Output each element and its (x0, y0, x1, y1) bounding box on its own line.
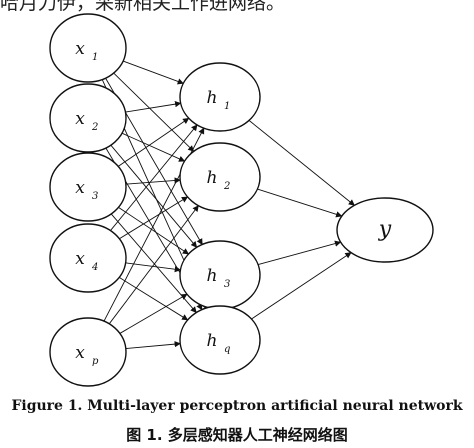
cropped-top-text: 哈月刀伊，采新相关工作进网络。 (0, 0, 286, 14)
input-node-3-ellipse (49, 152, 127, 222)
input-node-5-label: x (75, 343, 85, 363)
edge-input-3-to-hidden-1 (117, 117, 190, 167)
edge-input-1-to-hidden-1 (122, 60, 184, 85)
input-node-1-subscript: 1 (92, 52, 98, 63)
input-node-1-ellipse (49, 13, 127, 83)
edge-input-5-to-hidden-4 (125, 340, 181, 350)
edge-input-3-to-hidden-2 (125, 177, 181, 185)
hidden-node-1-subscript: 1 (224, 101, 230, 112)
hidden-node-1-ellipse (179, 62, 261, 132)
input-node-2-ellipse (49, 83, 127, 153)
edge-hidden-1-to-output (248, 120, 355, 206)
figure-caption-english: Figure 1. Multi-layer perceptron artific… (11, 398, 463, 414)
input-node-1-label: x (75, 39, 85, 59)
input-node-5-subscript: p (92, 356, 99, 367)
edge-input-4-to-hidden-4 (118, 277, 189, 321)
input-node-3-subscript: 3 (92, 191, 98, 202)
hidden-node-2-label: h (207, 168, 218, 188)
figure-caption-chinese: 图 1. 多层感知器人工神经网络图 (126, 426, 348, 444)
edge-hidden-2-to-output (257, 188, 343, 218)
input-node-4-label: x (75, 249, 85, 269)
edge-input-5-to-hidden-2 (108, 205, 199, 325)
hidden-node-2-subscript: 2 (223, 181, 230, 192)
edge-input-4-to-hidden-2 (119, 196, 189, 240)
input-node-2-subscript: 2 (91, 122, 98, 133)
hidden-node-3-label: h (207, 266, 218, 286)
hidden-node-4-ellipse (179, 305, 261, 375)
edge-input-2-to-hidden-2 (121, 132, 186, 162)
hidden-node-3-ellipse (179, 240, 261, 310)
input-node-4-subscript: 4 (91, 262, 98, 273)
hidden-node-4-label: h (207, 331, 218, 351)
input-node-2-label: x (75, 109, 85, 129)
input-node-3-label: x (75, 178, 85, 198)
edge-hidden-4-to-output (251, 252, 352, 320)
input-node-5-ellipse (49, 317, 127, 387)
edge-input-3-to-hidden-3 (118, 206, 190, 255)
connection-edges (101, 60, 355, 350)
output-node-y-ellipse (336, 197, 434, 263)
edge-input-5-to-hidden-3 (119, 293, 188, 334)
hidden-node-3-subscript: 3 (224, 279, 230, 290)
output-node-y: y (336, 197, 434, 263)
hidden-node-1-label: h (207, 88, 218, 108)
edge-input-4-to-hidden-1 (110, 124, 198, 231)
edge-input-1-to-hidden-2 (113, 72, 195, 152)
input-node-4-ellipse (49, 223, 127, 293)
hidden-node-2-ellipse (179, 142, 261, 212)
output-node-y-label: y (378, 217, 392, 242)
edge-input-2-to-hidden-1 (125, 101, 182, 113)
edge-hidden-3-to-output (257, 240, 342, 266)
hidden-node-4-subscript: q (224, 344, 230, 355)
